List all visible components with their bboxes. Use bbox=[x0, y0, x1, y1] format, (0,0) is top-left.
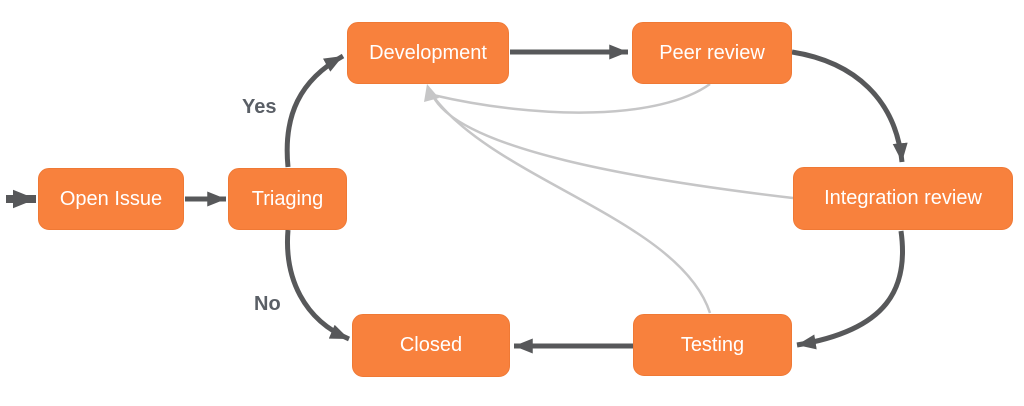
edge-feedback-testing-to-development bbox=[431, 95, 712, 314]
edge-label-yes: Yes bbox=[242, 96, 277, 118]
node-closed: Closed bbox=[352, 314, 510, 377]
edge-triaging-to-closed-no bbox=[285, 229, 350, 342]
node-integration-review: Integration review bbox=[793, 167, 1013, 230]
edge-triaging-to-development-yes bbox=[284, 53, 345, 168]
edge-feedback-peer-review-to-development bbox=[432, 82, 711, 114]
node-triaging: Triaging bbox=[228, 168, 347, 230]
edge-label-no: No bbox=[254, 293, 281, 315]
node-peer-review: Peer review bbox=[632, 22, 792, 84]
edge-integration-review-to-testing bbox=[796, 230, 906, 350]
feedback-arrowhead bbox=[424, 84, 439, 102]
edge-peer-review-to-integration-review bbox=[791, 49, 908, 163]
node-open-issue: Open Issue bbox=[38, 168, 184, 230]
node-development: Development bbox=[347, 22, 509, 84]
node-testing: Testing bbox=[633, 314, 792, 376]
